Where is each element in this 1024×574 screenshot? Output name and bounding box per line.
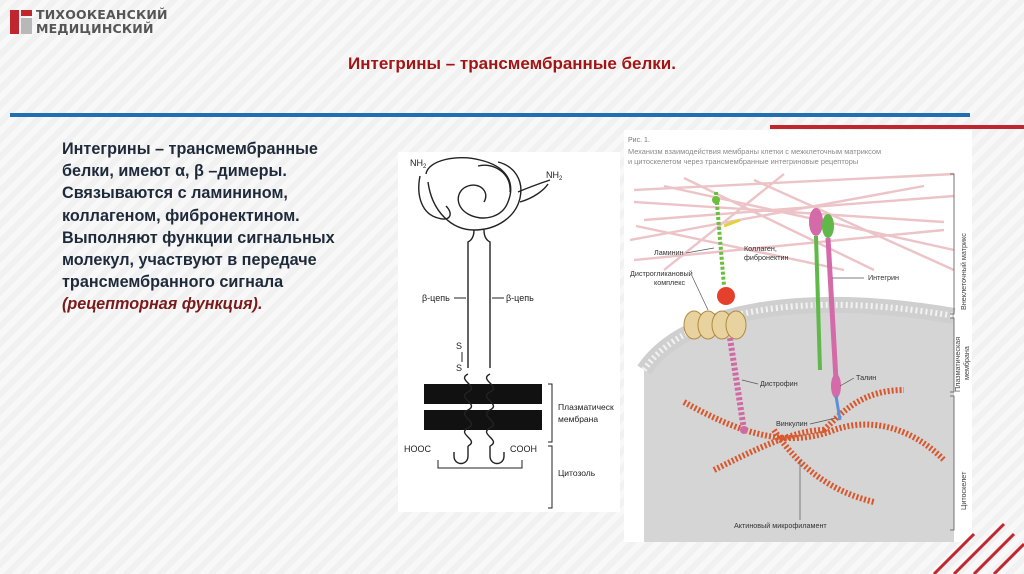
- figure-label: Рис. 1.: [628, 137, 650, 144]
- nh2-right-label: NH2: [546, 170, 563, 182]
- logo-line-1: ТИХООКЕАНСКИЙ: [36, 7, 168, 22]
- blue-divider: [10, 113, 970, 117]
- label-laminin: Ламинин: [654, 248, 684, 257]
- label-dystroglycan-2: комплекс: [654, 278, 685, 287]
- actin-filaments: [682, 387, 947, 505]
- cytosol-label: Цитозоль: [558, 468, 596, 478]
- membrane-upper: [424, 384, 542, 404]
- body-italic-line: (рецепторная функция).: [62, 295, 263, 314]
- integrin-molecule: [809, 208, 842, 421]
- cytosol-side-bracket: [548, 445, 553, 509]
- logo-mark-icon: [10, 10, 32, 34]
- cytosol-bracket: [437, 460, 523, 469]
- transmembrane-coils: [453, 373, 505, 465]
- body-line-6: молекул, участвуют в передаче: [62, 251, 317, 270]
- body-line-1: Интегрины – трансмембранные: [62, 140, 318, 158]
- side-label-membrane-2: мембрана: [962, 346, 971, 380]
- beta-right-label: β-цепь: [506, 293, 534, 303]
- corner-decoration: [932, 522, 1024, 574]
- label-integrin: Интегрин: [868, 273, 899, 282]
- body-line-7: трансмембранного сигнала: [62, 273, 284, 292]
- cooh-label: COOH: [510, 444, 537, 454]
- mechanism-figure-svg: Рис. 1. Механизм взаимодействия мембраны…: [628, 137, 971, 542]
- hooc-label: HOOC: [404, 444, 432, 454]
- logo-text: ТИХООКЕАНСКИЙ МЕДИЦИНСКИЙ: [36, 8, 168, 36]
- figure-caption-1: Механизм взаимодействия мембраны клетки …: [628, 147, 881, 156]
- logo-line-2: МЕДИЦИНСКИЙ: [36, 21, 154, 36]
- membrane-label-1: Плазматическ: [558, 402, 614, 412]
- figure-caption-2: и цитоскелетом через трансмембранные инт…: [628, 157, 858, 166]
- membrane-lower: [424, 410, 542, 430]
- body-text: Интегрины – трансмембранные белки, имеют…: [62, 138, 402, 316]
- side-label-membrane-1: Плазматическая: [953, 337, 962, 392]
- disulfide-s1: S: [456, 341, 462, 351]
- disulfide-s2: S: [456, 363, 462, 373]
- laminin-molecule: [712, 191, 741, 287]
- label-talin: Талин: [856, 373, 876, 382]
- label-actin: Актиновый микрофиламент: [734, 521, 827, 530]
- slide-title: Интегрины – трансмембранные белки.: [348, 54, 676, 73]
- side-label-ecm: Внеклеточный матрикс: [959, 233, 968, 310]
- nh2-left-label: NH2: [410, 158, 427, 170]
- integrin-head-loops: [418, 157, 551, 368]
- membrane-label-2: мембрана: [558, 414, 598, 424]
- label-collagen-1: Коллаген,: [744, 244, 777, 253]
- membrane-lipids: [641, 301, 955, 372]
- beta-left-label: β-цепь: [422, 293, 450, 303]
- membrane-bracket: [548, 383, 553, 443]
- body-line-5: Выполняют функции сигнальных: [62, 228, 335, 247]
- mechanism-figure: Рис. 1. Механизм взаимодействия мембраны…: [624, 130, 972, 542]
- integrin-schematic: NH2 NH2 β-цепь β-цепь S S HOOC COOH: [398, 152, 620, 512]
- label-dystroglycan-1: Дистрогликановый: [630, 269, 693, 278]
- integrin-schematic-svg: NH2 NH2 β-цепь β-цепь S S HOOC COOH: [404, 157, 614, 509]
- body-line-4: коллагеном, фибронектином.: [62, 206, 300, 225]
- cytoplasm: [644, 304, 954, 542]
- label-pointers: [685, 247, 864, 520]
- university-logo: ТИХООКЕАНСКИЙ МЕДИЦИНСКИЙ: [10, 6, 170, 40]
- red-divider: [770, 125, 1024, 129]
- body-line-3: Связываются с ламинином,: [62, 184, 288, 203]
- label-vinculin: Винкулин: [776, 419, 808, 428]
- dystroglycan-complex: [683, 287, 747, 340]
- body-line-2: белки, имеют α, β –димеры.: [62, 162, 287, 181]
- side-label-cytoskeleton: Цитоскелет: [959, 471, 968, 510]
- label-collagen-2: фибронектин: [744, 253, 789, 262]
- dystrophin-molecule: [727, 337, 748, 434]
- side-brackets: [950, 173, 955, 531]
- label-dystrophin: Дистрофин: [760, 379, 798, 388]
